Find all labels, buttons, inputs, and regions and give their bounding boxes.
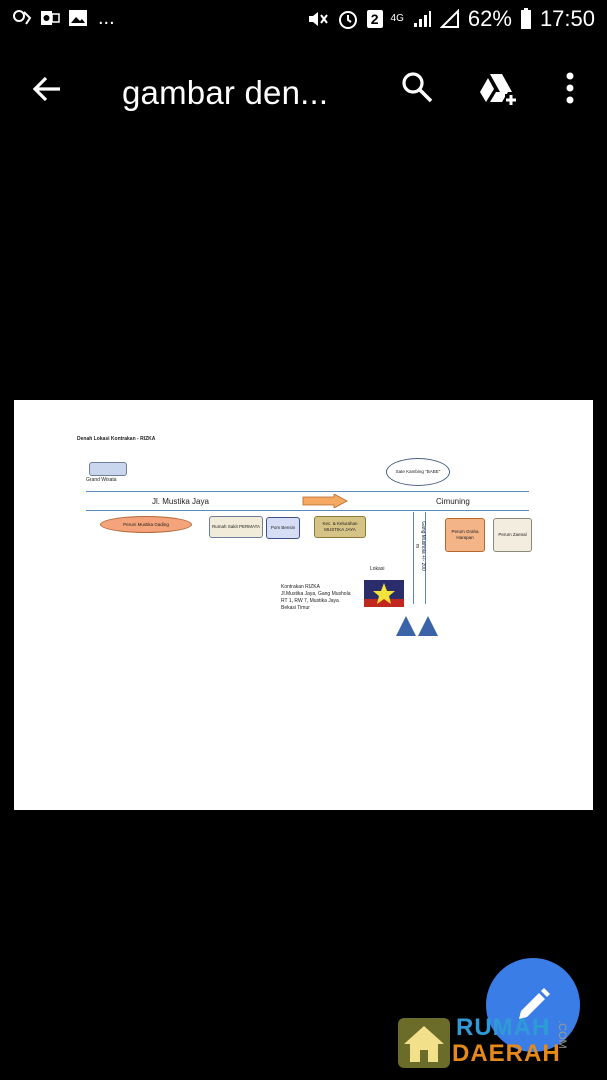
more-vert-icon[interactable] (560, 70, 580, 106)
search-icon[interactable] (400, 70, 434, 104)
pencil-icon (519, 988, 550, 1019)
lokasi-label: Lokasi (370, 566, 385, 572)
perum-graha-box: Perum Graha Harapan (445, 518, 485, 552)
watermark-logo: RUMAH DAERAH .COM (398, 1012, 598, 1072)
location-star-icon (364, 580, 404, 607)
app-bar: gambar den... (0, 40, 607, 140)
image-icon (69, 10, 87, 26)
road-top (86, 491, 529, 492)
jl-mustika-label: Jl. Mustika Jaya (152, 497, 209, 506)
road-bottom (86, 510, 529, 511)
status-bar: ... 2 4G 62% 17:50 (0, 0, 607, 40)
gallery-notification-icon (13, 10, 32, 25)
sate-box: Sate Kambing "BABE" (386, 458, 450, 486)
watermark-bottom: DAERAH (452, 1040, 561, 1067)
clock: 17:50 (539, 6, 595, 31)
drive-add-icon[interactable] (478, 72, 518, 106)
battery-icon (520, 8, 531, 29)
battery-percent: 62% (467, 6, 512, 31)
gang-line-right (425, 512, 426, 604)
outlook-icon (41, 11, 60, 25)
mute-icon (308, 12, 328, 26)
system-icons: 2 4G 62% 17:50 (307, 6, 595, 32)
more-notifications: ... (98, 7, 115, 29)
network-type: 4G (390, 13, 404, 24)
watermark-suffix: .COM (556, 1020, 568, 1049)
document-image[interactable]: Denah Lokasi Kontrakan - RIZKA Grand Wis… (14, 400, 593, 810)
perum-zaenal-box: Perum Zaenal (493, 518, 532, 552)
direction-arrow (302, 494, 348, 508)
grand-wisata-box (89, 462, 127, 476)
house-logo-icon (398, 1018, 450, 1068)
notification-icons: ... (12, 8, 115, 28)
perum-mustika-box: Perum Mustika Gading (100, 516, 192, 533)
gang-line-left (413, 512, 414, 604)
address-line-1: Kontrakan RIZKA (281, 584, 320, 590)
rumah-sakit-box: Rumah Sakit PERMATA (209, 516, 263, 538)
address-line-3: RT 1, RW 7, Mustika Jaya (281, 598, 339, 604)
signal-icon (439, 9, 459, 28)
edit-fab-button[interactable] (486, 958, 580, 1052)
pom-box: Pom Bensin (266, 517, 300, 539)
cimuning-label: Cimuning (436, 497, 470, 506)
grand-wisata-label: Grand Wisata (86, 477, 117, 483)
signal-icon (413, 11, 431, 27)
address-line-4: Bekasi Timur (281, 605, 310, 611)
kec-box: Kec. & Kelurahan MUSTIKA JAYA (314, 516, 366, 538)
address-line-2: Jl.Mustika Jaya, Gang Mushola (281, 591, 351, 597)
page-title: gambar den... (122, 74, 329, 111)
back-arrow-icon[interactable] (30, 72, 64, 106)
alarm-icon (338, 11, 357, 29)
map-heading: Denah Lokasi Kontrakan - RIZKA (77, 436, 156, 442)
watermark-top: RUMAH (456, 1014, 551, 1041)
sim-icon: 2 (366, 10, 383, 28)
landmark-triangles (396, 616, 438, 636)
gang-label: Gang Mushola +/- 200 m (414, 521, 426, 571)
